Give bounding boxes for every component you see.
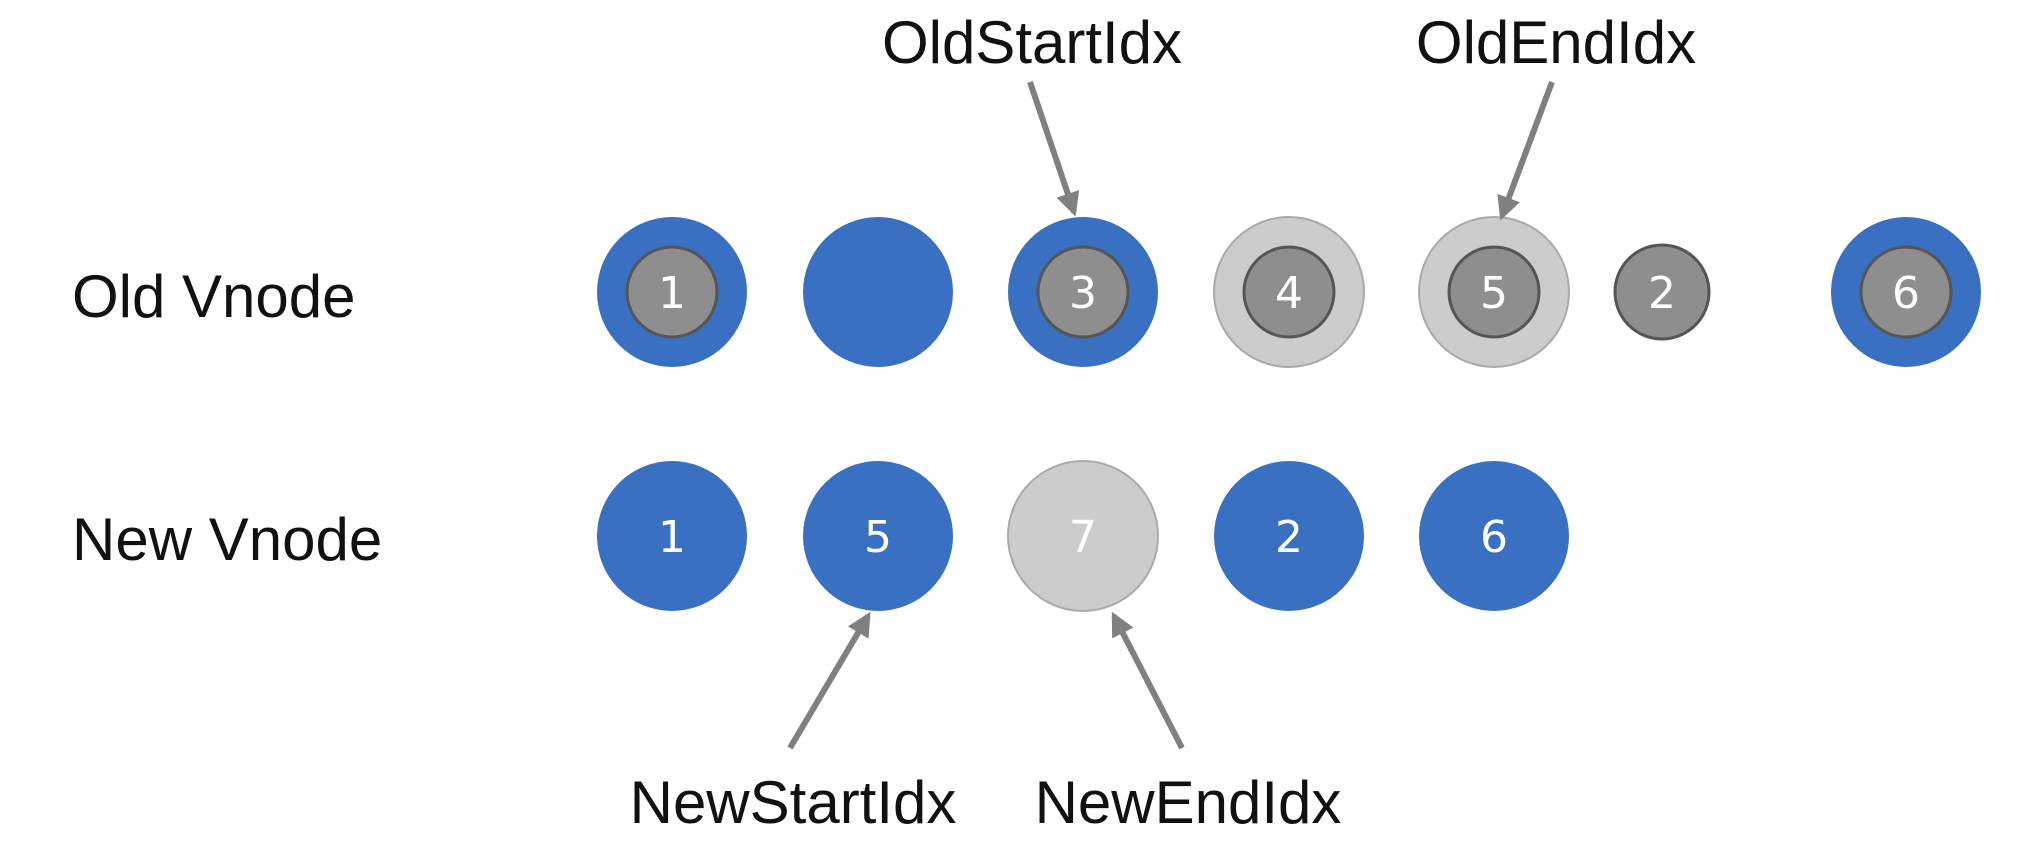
new-node-circle	[1419, 461, 1569, 611]
new-end-idx-label: NewEndIdx	[1034, 769, 1342, 836]
old-start-idx-arrow	[1027, 81, 1080, 217]
new-node: 5	[803, 461, 953, 611]
new-vnode-row: 1 5 7 2 6	[597, 460, 1569, 612]
old-node-label: 1	[658, 268, 686, 319]
new-node-circle	[803, 461, 953, 611]
new-node-circle	[1214, 461, 1364, 611]
old-node-outer-circle	[803, 217, 953, 367]
old-start-idx-label: OldStartIdx	[881, 9, 1183, 76]
new-node-circle	[1007, 460, 1159, 612]
new-vnode-row-label: New Vnode	[72, 506, 383, 573]
old-node-inner-circle	[1447, 245, 1541, 339]
new-node-label: 6	[1480, 512, 1508, 563]
old-node-inner-circle	[1859, 245, 1953, 339]
old-node: 2	[1613, 243, 1711, 341]
old-end-idx-label: OldEndIdx	[1415, 9, 1697, 76]
old-end-idx-arrow	[1497, 80, 1555, 221]
new-node: 1	[597, 461, 747, 611]
new-node: 2	[1214, 461, 1364, 611]
old-node: 1	[597, 217, 747, 367]
old-node: 6	[1831, 217, 1981, 367]
new-node-label: 5	[864, 512, 892, 563]
old-node: 3	[1008, 217, 1158, 367]
new-node-label: 1	[658, 512, 686, 563]
new-node-label: 7	[1069, 512, 1097, 563]
new-node-label: 2	[1275, 512, 1303, 563]
new-end-idx-arrow	[1111, 611, 1185, 750]
old-node-label: 3	[1069, 268, 1097, 319]
old-vnode-row-label: Old Vnode	[72, 263, 356, 330]
old-vnode-row: 1 3 4 5 2 6	[597, 216, 1981, 368]
old-node-label: 4	[1275, 268, 1303, 319]
new-node: 7	[1007, 460, 1159, 612]
old-node-inner-circle	[1242, 245, 1336, 339]
old-node-inner-circle	[1613, 243, 1711, 341]
old-node-label: 5	[1480, 268, 1508, 319]
old-node-inner-circle	[1036, 245, 1130, 339]
new-start-idx-arrow	[787, 611, 871, 750]
old-node: 4	[1213, 216, 1365, 368]
new-node: 6	[1419, 461, 1569, 611]
old-node-inner-circle	[625, 245, 719, 339]
old-node: 5	[1418, 216, 1570, 368]
old-node-label: 6	[1892, 268, 1920, 319]
new-node-circle	[597, 461, 747, 611]
old-node	[803, 217, 953, 367]
new-start-idx-label: NewStartIdx	[629, 769, 957, 836]
old-node-label: 2	[1648, 268, 1676, 319]
